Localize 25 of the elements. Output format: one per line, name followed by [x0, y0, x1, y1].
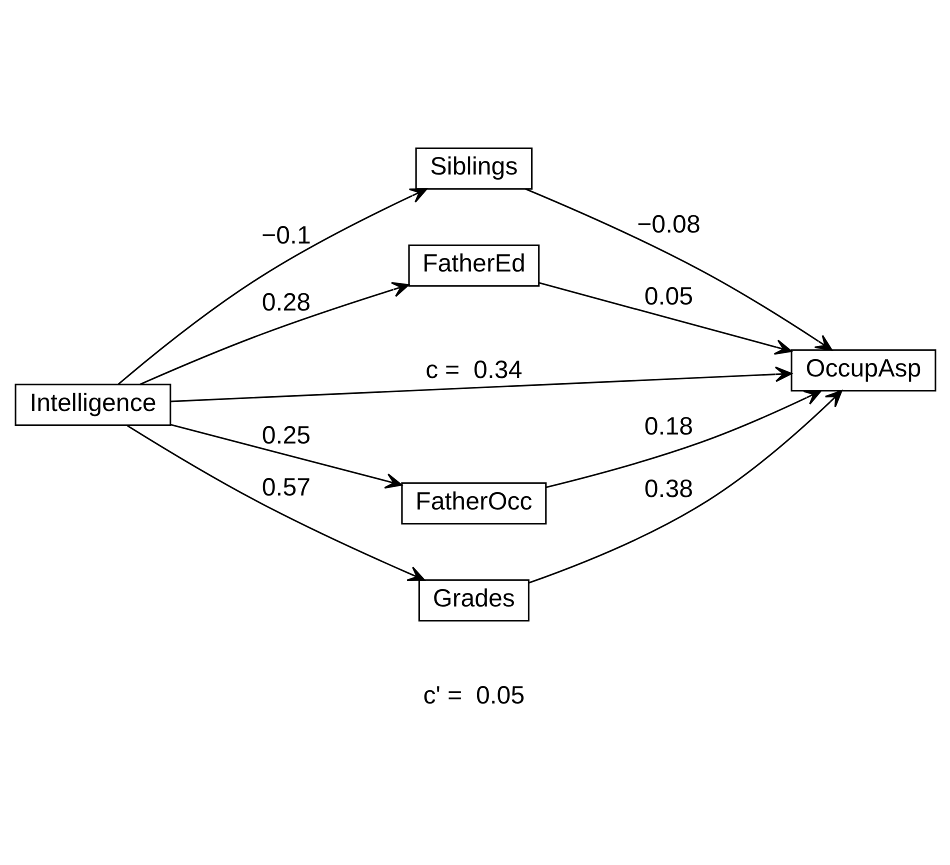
- edge-label: −0.08: [636, 210, 700, 238]
- arrow: [546, 390, 822, 488]
- label: c' = 0.05: [422, 680, 524, 709]
- node-box: Siblings: [414, 146, 532, 190]
- arrow: [538, 282, 792, 354]
- node-box: FatherEd: [408, 244, 540, 286]
- node-box: OccupAsp: [790, 348, 936, 392]
- arrow: [170, 423, 402, 488]
- edge-label: 0.38: [644, 474, 693, 502]
- arrow: [117, 188, 427, 384]
- edge-label: 0.18: [644, 412, 693, 440]
- arrow: [126, 424, 425, 580]
- arrow: [170, 366, 792, 402]
- edge-label: c = 0.34: [425, 355, 522, 384]
- arrow: [528, 390, 842, 583]
- arrow: [524, 188, 832, 350]
- edge-label: −0.1: [261, 220, 310, 249]
- node-box: Intelligence: [14, 383, 171, 426]
- arrow: [139, 282, 409, 385]
- edge-label: 0.28: [261, 288, 310, 316]
- edge-label: 0.25: [261, 421, 310, 450]
- node-box: Grades: [418, 578, 529, 622]
- edge-label: 0.05: [644, 282, 693, 310]
- edge-label: 0.57: [261, 472, 310, 501]
- node-box: FatherOcc: [400, 482, 546, 524]
